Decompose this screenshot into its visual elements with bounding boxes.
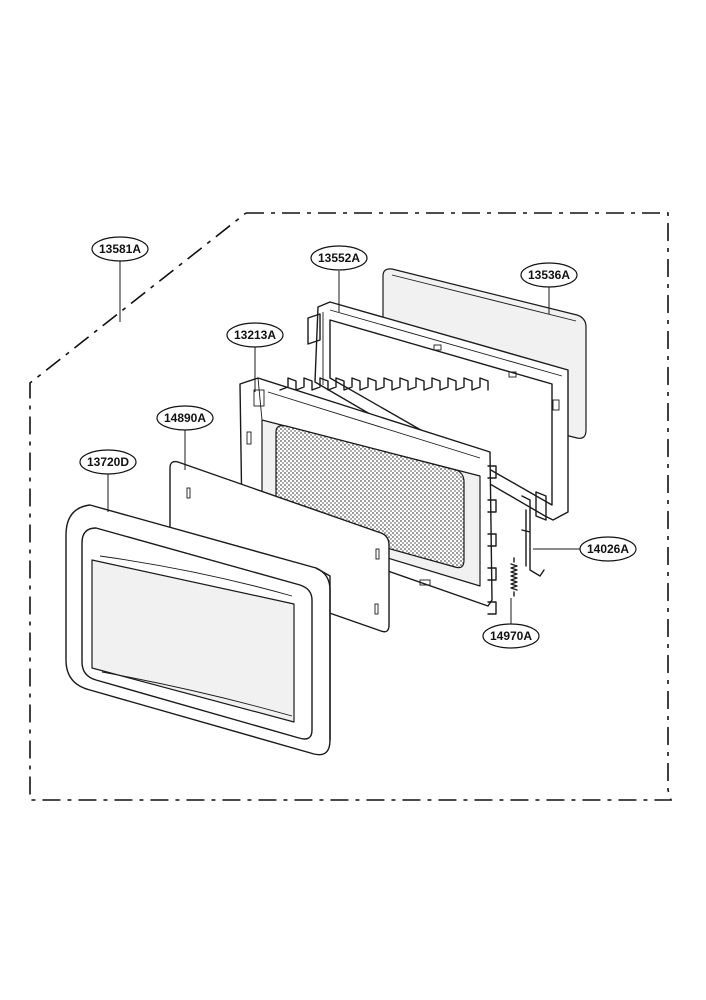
part-label: 13213A (234, 328, 276, 342)
part-label: 14026A (587, 542, 629, 556)
door-inner-panel (239, 377, 497, 615)
callout-13720d: 13720D (79, 449, 137, 475)
callout-14026a: 14026A (579, 536, 637, 562)
part-label: 14890A (164, 411, 206, 425)
callout-13213a: 13213A (226, 322, 284, 348)
part-label: 14970A (490, 629, 532, 643)
callout-14890a: 14890A (156, 405, 214, 431)
door-front-frame (65, 504, 331, 756)
callout-14970a: 14970A (482, 623, 540, 649)
part-label: 13720D (87, 455, 129, 469)
callout-13552a: 13552A (310, 245, 368, 271)
latch-spring (510, 557, 518, 597)
part-label: 13581A (99, 242, 141, 256)
callout-13581a: 13581A (91, 236, 149, 262)
leader-lines (107, 261, 580, 624)
callout-13536a: 13536A (520, 262, 578, 288)
assembly-boundary (29, 212, 673, 801)
door-frame-choke (307, 301, 569, 521)
latch-hook (521, 495, 545, 577)
part-label: 13536A (528, 268, 570, 282)
part-label: 13552A (318, 251, 360, 265)
